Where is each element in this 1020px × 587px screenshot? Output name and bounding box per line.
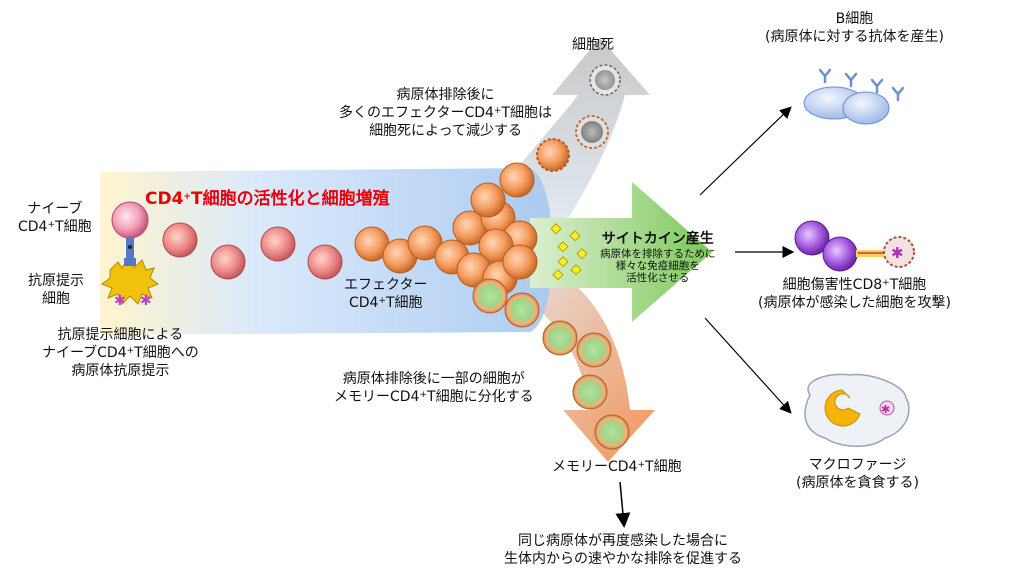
diagram-title: CD4+T細胞の活性化と細胞増殖 xyxy=(145,189,390,209)
pathogen-icon: ✱ xyxy=(114,293,126,309)
arrow-to-outcome xyxy=(615,481,631,528)
apc-note: 抗原提示細胞による ナイーブCD4+T細胞への 病原体抗原提示 xyxy=(42,327,199,379)
activating-t-cell xyxy=(307,244,343,280)
b-cell-label: B細胞 (病原体に対する抗体を産生) xyxy=(765,11,944,45)
svg-text:✱: ✱ xyxy=(891,244,904,262)
cd8-t-cell-icon: ✱ xyxy=(794,220,915,272)
death-label: 細胞死 xyxy=(572,37,614,53)
cytokine-particles xyxy=(550,223,588,281)
macrophage-label: マクロファージ (病原体を貪食する) xyxy=(796,457,919,491)
naive-t-cell xyxy=(111,201,149,239)
pathogen-icon: ✱ xyxy=(140,293,152,309)
macrophage-icon: ✱ xyxy=(804,373,910,447)
apc-label: 抗原提示 細胞 xyxy=(28,273,84,307)
dying-cell-inner xyxy=(581,121,603,143)
effector-label: エフェクター CD4+T細胞 xyxy=(344,277,428,311)
dying-cell xyxy=(536,138,570,172)
svg-text:✱: ✱ xyxy=(881,403,890,416)
memory-outcome: 同じ病原体が再度感染した場合に 生体内からの速やかな排除を促進する xyxy=(504,533,742,567)
arrow-to-bcell xyxy=(699,106,792,196)
memory-note: 病原体排除後に一部の細胞が メモリーCD4+T細胞に分化する xyxy=(334,371,534,405)
arrow-to-macrophage xyxy=(704,317,792,414)
memory-cell xyxy=(542,320,578,356)
activating-t-cell xyxy=(260,226,296,262)
activating-t-cell xyxy=(162,222,198,258)
cytokine-label: サイトカイン産生 病原体を排除するために 様々な免疫細胞を 活性化させる xyxy=(600,231,716,284)
memory-cell xyxy=(576,332,612,368)
naive-t-cell-label: ナイーブ CD4+T細胞 xyxy=(18,201,92,235)
effector-cell-cluster xyxy=(354,162,540,328)
memory-cell xyxy=(572,374,608,410)
memory-arrow xyxy=(470,250,655,462)
cd8-label: 細胞傷害性CD8+T細胞 (病原体が感染した細胞を攻撃) xyxy=(758,277,951,311)
cytokine-arrow xyxy=(530,182,712,322)
activating-t-cell xyxy=(210,244,246,280)
death-note: 病原体排除後に 多くのエフェクターCD4+T細胞は 細胞死によって減少する xyxy=(339,87,553,139)
memory-cell xyxy=(594,414,630,450)
memory-cell-label: メモリーCD4+T細胞 xyxy=(552,459,682,475)
b-cell-icon xyxy=(803,68,905,125)
